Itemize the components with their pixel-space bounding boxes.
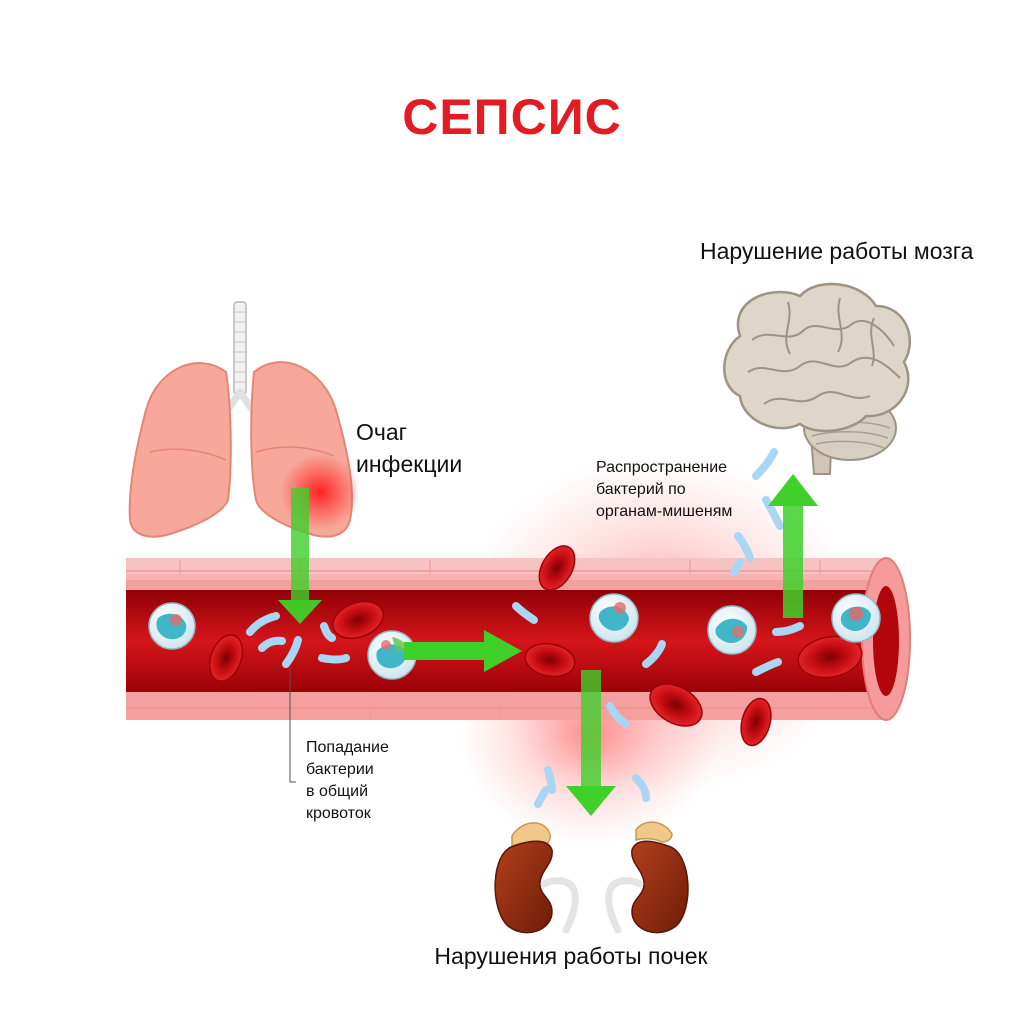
- blood-vessel-icon: [126, 557, 911, 721]
- lungs-icon: [128, 301, 360, 538]
- green-arrow-icon: [278, 474, 818, 816]
- white-blood-cell-icon: [148, 593, 881, 680]
- brain-icon: [723, 282, 912, 475]
- brain-dysfunction-label: Нарушение работы мозга: [700, 238, 974, 264]
- kidney-icon: [494, 821, 689, 934]
- entry-leader-line: [289, 668, 296, 783]
- infection-focus-label: Очаг инфекции: [356, 419, 463, 477]
- kidney-dysfunction-label: Нарушения работы почек: [434, 943, 708, 969]
- bloodstream-entry-label: Попадание бактерии в общий кровоток: [306, 739, 389, 822]
- bacteria-spread-label: Распространение бактерий по органам-мише…: [596, 459, 733, 520]
- red-blood-cell-icon: [208, 545, 863, 747]
- page-title: СЕПСИС: [402, 89, 622, 145]
- bacteria-icon: [246, 448, 804, 808]
